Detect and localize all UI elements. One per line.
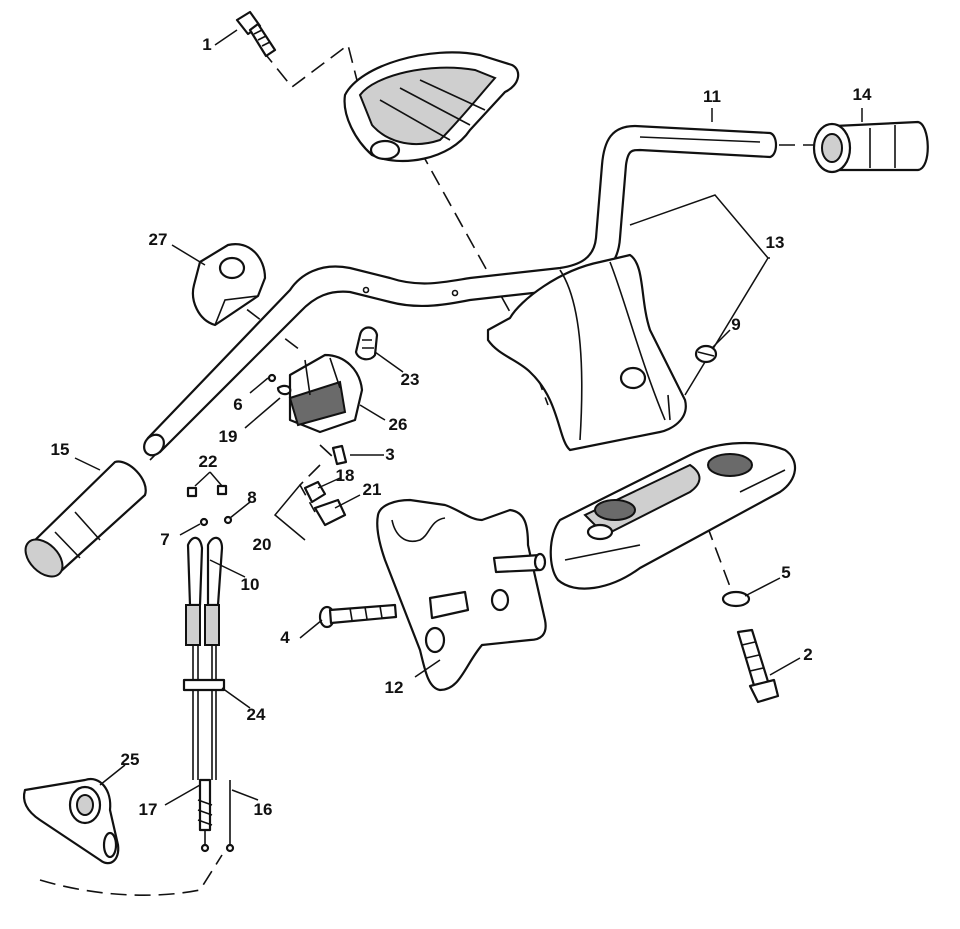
callout-23: 23 xyxy=(401,370,420,389)
callout-10: 10 xyxy=(241,575,260,594)
callout-2: 2 xyxy=(803,645,812,664)
callout-24: 24 xyxy=(247,705,266,724)
switch-cap-part-27 xyxy=(191,243,267,327)
callout-25: 25 xyxy=(121,750,140,769)
callout-27: 27 xyxy=(149,230,168,249)
callout-bracket-13 xyxy=(629,194,769,396)
callout-11: 11 xyxy=(703,87,721,106)
callout-4: 4 xyxy=(280,628,290,647)
handlebar-part-11 xyxy=(143,124,778,457)
callout-17: 17 xyxy=(139,800,158,819)
riser-cover-part-13 xyxy=(486,253,687,452)
callout-6: 6 xyxy=(233,395,242,414)
switch-housing-part-26 xyxy=(288,353,364,434)
callout-21: 21 xyxy=(363,480,382,499)
callout-13: 13 xyxy=(766,233,785,252)
callout-bracket-20 xyxy=(273,484,306,541)
callout-7: 7 xyxy=(160,530,169,549)
handlebar-clamp-riser xyxy=(549,441,796,590)
bracket-part-12 xyxy=(376,498,547,692)
leader-lines xyxy=(74,29,863,806)
switch-small-parts xyxy=(267,373,292,396)
callout-8: 8 xyxy=(247,488,256,507)
callout-18: 18 xyxy=(336,466,355,485)
callout-16: 16 xyxy=(254,800,273,819)
callout-9: 9 xyxy=(731,315,740,334)
callout-14: 14 xyxy=(853,85,872,104)
clip-part-23 xyxy=(354,326,379,361)
callout-3: 3 xyxy=(385,445,394,464)
callout-26: 26 xyxy=(389,415,408,434)
callout-19: 19 xyxy=(219,427,238,446)
bolt-part-4 xyxy=(318,603,398,629)
washer-part-9 xyxy=(694,344,718,364)
bolt-part-2 xyxy=(736,628,780,704)
callout-22: 22 xyxy=(199,452,218,471)
callout-15: 15 xyxy=(51,440,70,459)
instrument-housing xyxy=(343,51,520,163)
callout-numbers: 1234567891011121314151617181920212223242… xyxy=(51,35,872,819)
washer-part-5 xyxy=(721,590,751,608)
screw-part-3 xyxy=(331,444,348,466)
callout-20: 20 xyxy=(253,535,272,554)
ferrule-parts xyxy=(186,484,233,527)
throttle-cables xyxy=(182,536,235,853)
throttle-housing-part-25 xyxy=(22,777,120,865)
callout-1: 1 xyxy=(202,35,211,54)
bolt-part-1 xyxy=(235,10,277,58)
callout-5: 5 xyxy=(781,563,790,582)
right-grip-part-14 xyxy=(812,120,929,174)
left-grip-part-15 xyxy=(24,460,147,578)
callout-12: 12 xyxy=(385,678,404,697)
